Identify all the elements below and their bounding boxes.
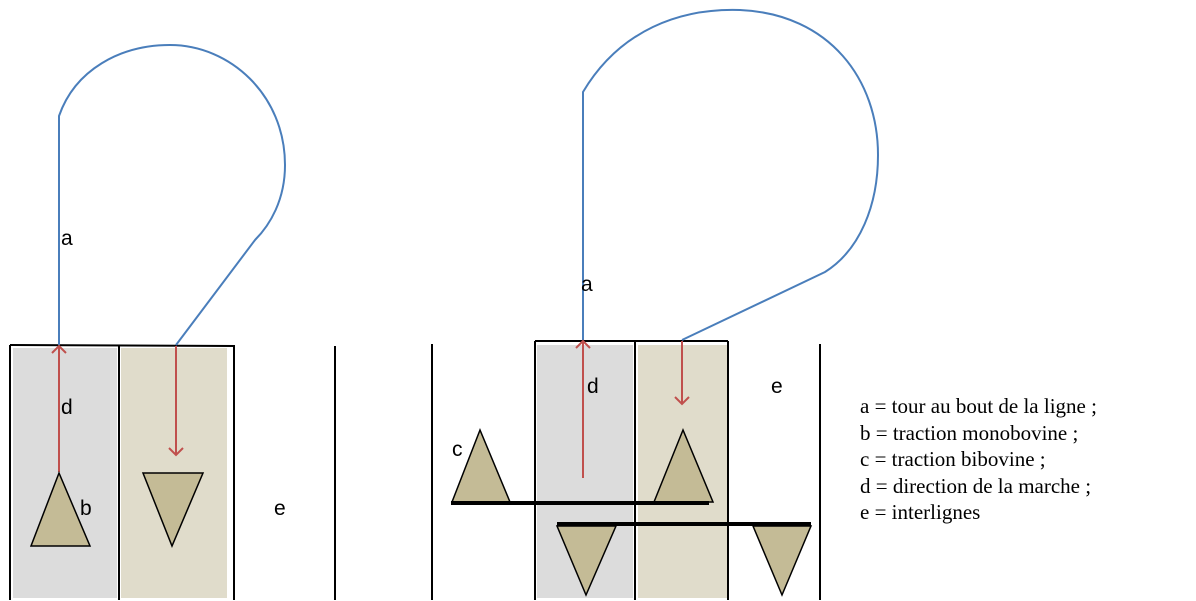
label-c: c [452, 438, 463, 461]
label-b: b [80, 497, 92, 520]
legend-item-d: d = direction de la marche ; [860, 473, 1092, 498]
legend-item-a: a = tour au bout de la ligne ; [860, 394, 1097, 418]
legend-item-e: e = interlignes [860, 500, 981, 524]
label-e-left: e [274, 497, 286, 520]
animal-triangle-down [141, 472, 205, 548]
bibovine-diagram: a d c e [431, 8, 880, 600]
legend-item-c: c = traction bibovine ; [860, 447, 1046, 471]
animal-triangle-up [29, 470, 92, 547]
headland-turn-path [58, 43, 287, 346]
animal-triangle-down [555, 525, 618, 597]
label-e-right: e [771, 375, 783, 398]
headland-turn-path [582, 8, 880, 341]
row-line [9, 344, 236, 347]
monobovine-diagram: a d b e [9, 43, 336, 600]
label-a-right: a [581, 273, 593, 296]
label-d-left: d [61, 396, 73, 419]
row-band-gray [13, 348, 117, 598]
animal-triangle-down [751, 525, 813, 597]
legend-item-b: b = traction monobovine ; [860, 420, 1079, 445]
label-d-right: d [587, 375, 599, 398]
label-a-left: a [61, 227, 73, 250]
legend: a = tour au bout de la ligne ; b = tract… [860, 393, 1097, 526]
